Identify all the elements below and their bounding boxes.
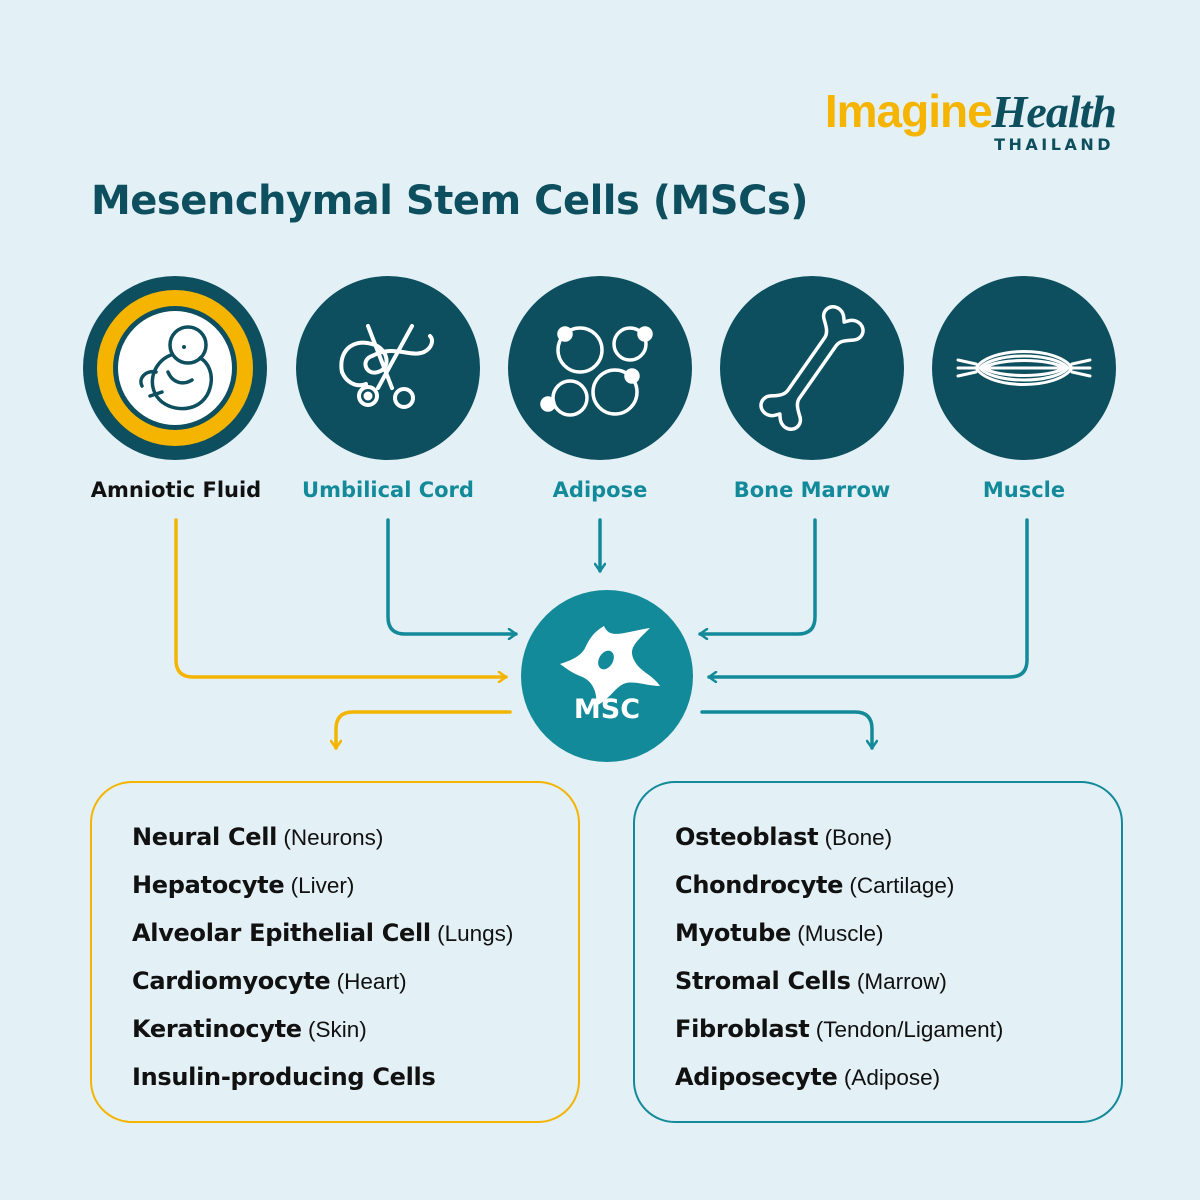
cell-type-name: Fibroblast: [675, 1015, 810, 1043]
fat-cells-icon: [540, 326, 653, 417]
arrow-msc-to-left-list: [336, 710, 512, 750]
cell-type-detail: (Adipose): [843, 1065, 941, 1090]
cell-type-detail: (Tendon/Ligament): [815, 1017, 1004, 1042]
arrow-amniotic-to-msc: [174, 518, 508, 677]
msc-center-node[interactable]: [521, 590, 693, 762]
list-item: Alveolar Epithelial Cell (Lungs): [132, 909, 513, 957]
cell-type-name: Adiposecyte: [675, 1063, 838, 1091]
bone-icon: [759, 304, 865, 432]
right-cell-types-list: Osteoblast (Bone) Chondrocyte (Cartilage…: [675, 813, 1003, 1101]
cell-type-name: Chondrocyte: [675, 871, 844, 899]
fetus-icon: [139, 325, 213, 411]
cell-type-detail: (Liver): [290, 873, 355, 898]
cell-type-name: Keratinocyte: [132, 1015, 302, 1043]
source-label-bone-marrow: Bone Marrow: [733, 478, 891, 502]
source-label-adipose: Adipose: [552, 478, 648, 502]
left-cell-types-list: Neural Cell (Neurons) Hepatocyte (Liver)…: [132, 813, 513, 1101]
source-circle-bone-marrow[interactable]: [720, 276, 904, 460]
arrow-bone-marrow-to-msc: [698, 518, 817, 634]
cell-type-detail: (Cartilage): [849, 873, 955, 898]
cell-type-name: Stromal Cells: [675, 967, 851, 995]
cell-type-name: Cardiomyocyte: [132, 967, 331, 995]
arrow-muscle-to-msc: [707, 518, 1029, 677]
umbilical-cord-scissors-icon: [339, 324, 434, 409]
cell-type-name: Hepatocyte: [132, 871, 285, 899]
logo-health-text: Health: [991, 86, 1117, 137]
list-item: Osteoblast (Bone): [675, 813, 1003, 861]
cell-type-detail: (Muscle): [797, 921, 884, 946]
list-item: Neural Cell (Neurons): [132, 813, 513, 861]
cell-type-detail: (Bone): [824, 825, 893, 850]
list-item: Adiposecyte (Adipose): [675, 1053, 1003, 1101]
arrow-msc-to-right-list: [700, 710, 872, 750]
source-label-muscle: Muscle: [982, 478, 1066, 502]
right-cell-types-box: Osteoblast (Bone) Chondrocyte (Cartilage…: [633, 781, 1123, 1123]
source-circle-adipose[interactable]: [508, 276, 692, 460]
list-item: Myotube (Muscle): [675, 909, 1003, 957]
logo-imagine-text: Imagine: [824, 85, 993, 137]
cell-type-detail: (Marrow): [856, 969, 947, 994]
stem-cell-icon: [560, 626, 660, 706]
source-circle-amniotic-fluid[interactable]: [83, 276, 267, 460]
cell-type-name: Osteoblast: [675, 823, 819, 851]
cell-type-name: Insulin-producing Cells: [132, 1063, 436, 1091]
list-item: Insulin-producing Cells: [132, 1053, 513, 1101]
cell-type-name: Alveolar Epithelial Cell: [132, 919, 431, 947]
source-circle-umbilical-cord[interactable]: [296, 276, 480, 460]
page-title: Mesenchymal Stem Cells (MSCs): [91, 178, 809, 224]
connector-arrows: [174, 518, 1029, 750]
source-circle-muscle[interactable]: [932, 276, 1116, 460]
list-item: Fibroblast (Tendon/Ligament): [675, 1005, 1003, 1053]
msc-label: MSC: [573, 694, 641, 725]
cell-type-detail: (Heart): [336, 969, 407, 994]
source-label-amniotic-fluid: Amniotic Fluid: [90, 478, 262, 502]
list-item: Stromal Cells (Marrow): [675, 957, 1003, 1005]
muscle-fiber-icon: [956, 350, 1092, 386]
list-item: Chondrocyte (Cartilage): [675, 861, 1003, 909]
logo-subtitle: THAILAND: [994, 135, 1114, 154]
source-label-umbilical-cord: Umbilical Cord: [302, 478, 474, 502]
arrow-umbilical-to-msc: [386, 518, 518, 634]
list-item: Keratinocyte (Skin): [132, 1005, 513, 1053]
list-item: Cardiomyocyte (Heart): [132, 957, 513, 1005]
cell-type-name: Neural Cell: [132, 823, 278, 851]
left-cell-types-box: Neural Cell (Neurons) Hepatocyte (Liver)…: [90, 781, 580, 1123]
list-item: Hepatocyte (Liver): [132, 861, 513, 909]
cell-type-detail: (Neurons): [283, 825, 384, 850]
cell-type-detail: (Lungs): [437, 921, 514, 946]
cell-type-detail: (Skin): [308, 1017, 367, 1042]
cell-type-name: Myotube: [675, 919, 791, 947]
brand-logo: ImagineHealth THAILAND: [824, 85, 1117, 154]
